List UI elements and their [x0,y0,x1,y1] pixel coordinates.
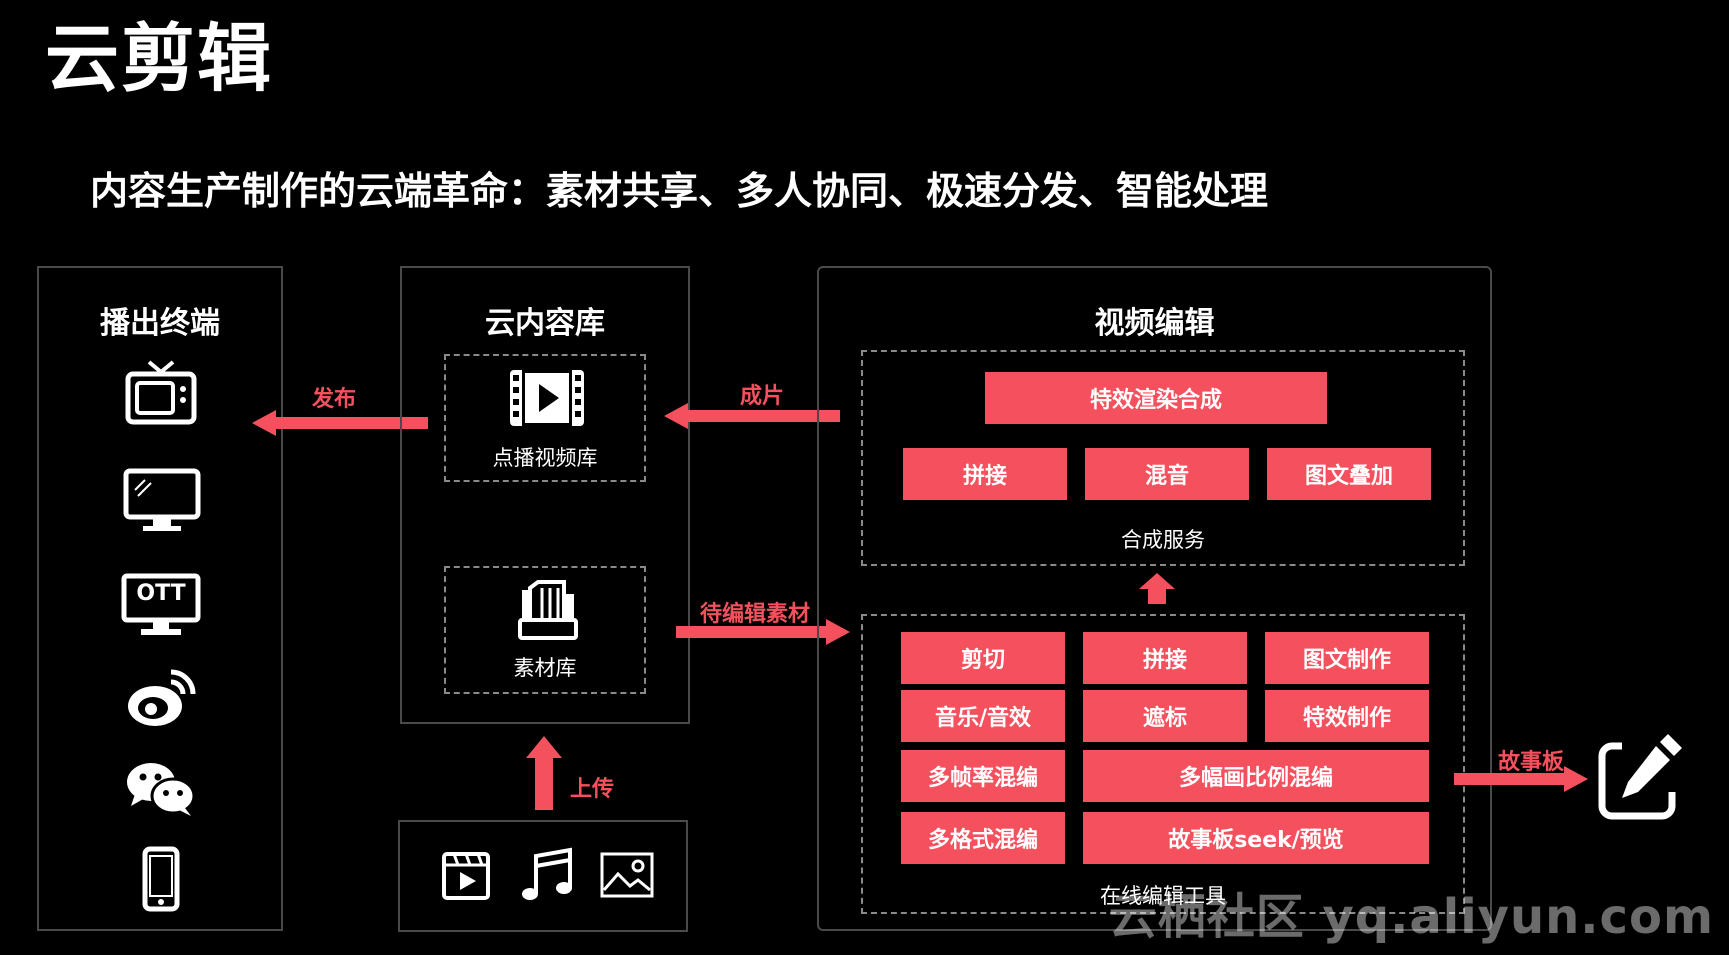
page-title: 云剪辑 [45,16,273,102]
synthesis-overlay-tile: 图文叠加 [1267,448,1431,500]
tool-effects-tile: 特效制作 [1265,690,1429,742]
upload-label: 上传 [570,777,615,802]
monitor-icon [123,468,201,531]
finished-arrow [664,403,840,429]
synthesis-splice-tile: 拼接 [903,448,1067,500]
publish-label: 发布 [312,387,357,412]
to-edit-arrow [676,619,850,645]
tool-mask-tile: 遮标 [1083,690,1247,742]
material-library-label: 素材库 [513,656,577,680]
upload-sources-panel [398,820,688,932]
weibo-icon [128,669,196,726]
ott-label: OTT [136,581,186,606]
to-edit-label: 待编辑素材 [700,602,811,627]
tool-graphics-tile: 图文制作 [1265,632,1429,684]
synthesis-mix-tile: 混音 [1085,448,1249,500]
phone-icon [142,846,180,912]
synthesis-service-box: 特效渲染合成 拼接 混音 图文叠加 合成服务 [861,350,1465,566]
online-tools-box: 剪切 拼接 图文制作 音乐/音效 遮标 特效制作 多帧率混编 多幅画比例混编 多… [861,614,1465,914]
material-library-box: 素材库 [444,566,646,694]
film-icon [510,370,584,426]
online-tools-label: 在线编辑工具 [1100,884,1226,908]
playback-terminal-panel: 播出终端 OTT [37,266,283,931]
publish-arrow [252,410,428,436]
tool-aspect-tile: 多幅画比例混编 [1083,750,1429,802]
music-icon [522,847,572,900]
tv-icon [125,360,197,425]
video-editing-title: 视频编辑 [1094,306,1215,341]
effects-render-tile: 特效渲染合成 [985,372,1327,424]
vod-library-box: 点播视频库 [444,354,646,482]
tool-storyboard-tile: 故事板seek/预览 [1083,812,1429,864]
page-subtitle: 内容生产制作的云端革命：素材共享、多人协同、极速分发、智能处理 [90,169,1269,213]
ott-icon [121,573,201,635]
tool-format-tile: 多格式混编 [901,812,1065,864]
storyboard-label: 故事板 [1498,750,1565,775]
storyboard-arrow [1454,766,1588,792]
wechat-icon [127,763,196,816]
vod-library-label: 点播视频库 [492,446,598,470]
synthesis-up-arrow [1139,573,1175,604]
edit-icon [1598,734,1684,820]
watermark: 云栖社区 yq.aliyun.com [1108,889,1714,945]
material-icon [518,580,578,640]
image-icon [600,852,654,898]
upload-arrow [526,736,562,810]
tool-audio-tile: 音乐/音效 [901,690,1065,742]
finished-label: 成片 [740,384,785,409]
synthesis-service-label: 合成服务 [1121,528,1205,552]
video-file-icon [442,852,490,900]
tool-framerate-tile: 多帧率混编 [901,750,1065,802]
video-editing-panel: 视频编辑 特效渲染合成 拼接 混音 图文叠加 合成服务 剪切 拼接 图文制作 音… [817,266,1492,931]
tool-splice-tile: 拼接 [1083,632,1247,684]
cloud-library-title: 云内容库 [485,306,605,341]
tool-cut-tile: 剪切 [901,632,1065,684]
playback-terminal-title: 播出终端 [100,306,220,341]
cloud-library-panel: 云内容库 点播视频库 素材库 [400,266,690,724]
